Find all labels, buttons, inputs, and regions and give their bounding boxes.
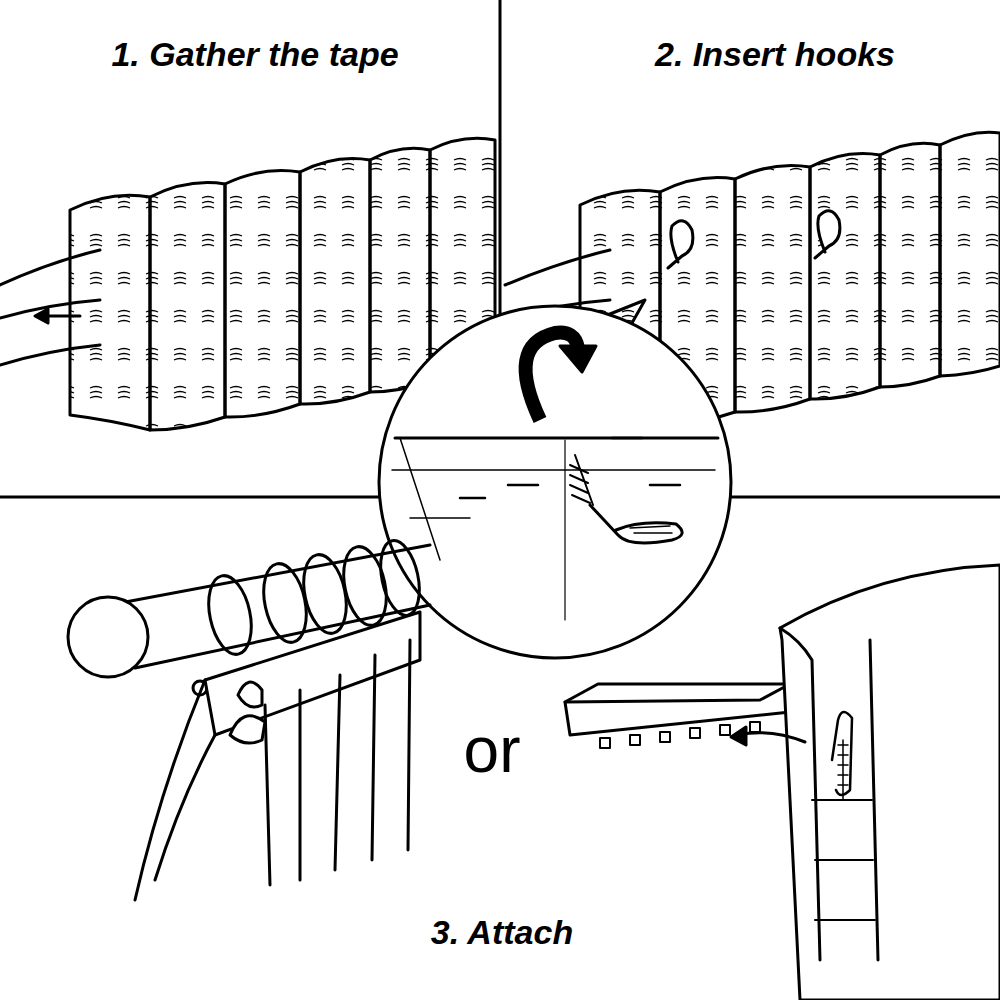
step-title: 2. Insert hooks [560,34,990,75]
or-word: or [422,712,562,789]
step-title: 1. Gather the tape [40,34,470,75]
step-title: 3. Attach [352,912,652,953]
